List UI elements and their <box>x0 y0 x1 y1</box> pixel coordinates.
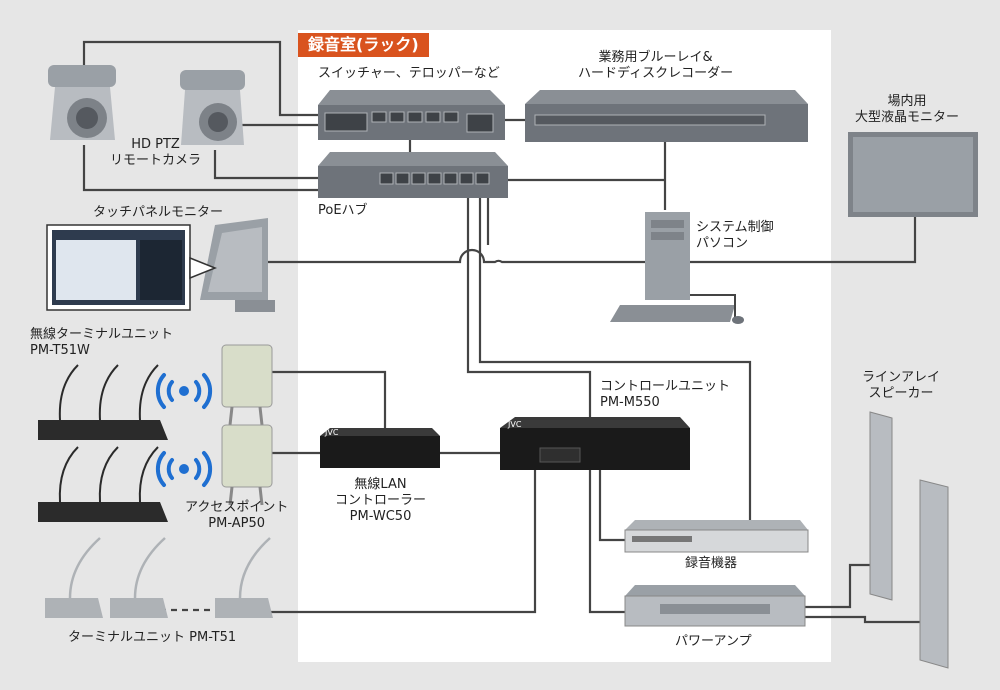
jvc-logo: JVC <box>508 420 522 429</box>
connection-lines <box>82 40 920 624</box>
speaker-label: ラインアレイ スピーカー <box>862 370 941 401</box>
control-unit-device <box>500 417 690 470</box>
pc-label: システム制御 パソコン <box>696 220 774 251</box>
control-label: コントロールユニット PM-M550 <box>600 379 731 410</box>
touch-panel <box>46 218 275 312</box>
wifi-icons <box>155 373 213 487</box>
wlan-label: 無線LAN コントローラー PM-WC50 <box>335 477 427 524</box>
switcher-label: スイッチャー、テロッパーなど <box>318 66 500 81</box>
touch-label: タッチパネルモニター <box>93 205 224 220</box>
terminal-units <box>45 598 273 618</box>
wireless-mic-arms <box>58 364 159 503</box>
wireless-terminals <box>38 420 168 522</box>
rec-device-label: 録音機器 <box>685 556 738 571</box>
wifi-dot <box>179 464 189 474</box>
line-array-speakers <box>869 411 949 669</box>
ptz-camera-2 <box>180 70 245 145</box>
access-points <box>221 344 273 506</box>
terminal-label: ターミナルユニット PM-T51 <box>68 630 237 645</box>
wifi-dot <box>179 386 189 396</box>
power-amp-device <box>624 585 806 627</box>
ptz-camera-1 <box>48 65 116 140</box>
system-pc <box>610 212 744 324</box>
camera-label: HD PTZ リモートカメラ <box>110 137 202 168</box>
switcher-device <box>318 90 505 140</box>
recording-device <box>624 520 809 553</box>
poe-label: PoEハブ <box>318 203 368 218</box>
monitor-label: 場内用 大型液晶モニター <box>855 94 960 125</box>
wlan-controller-device <box>320 428 440 468</box>
recorder-device <box>525 90 808 142</box>
poe-hub-device <box>318 152 508 198</box>
rack-title: 録音室(ラック) <box>298 33 429 57</box>
ap-label: アクセスポイント PM-AP50 <box>185 500 289 531</box>
large-monitor <box>848 132 978 217</box>
wireless-unit-label: 無線ターミナルユニット PM-T51W <box>30 327 174 358</box>
terminal-mic-arms <box>68 537 271 599</box>
jvc-logo: JVC <box>325 428 339 437</box>
recorder-label: 業務用ブルーレイ& ハードディスクレコーダー <box>578 50 734 81</box>
amp-label: パワーアンプ <box>675 634 752 649</box>
